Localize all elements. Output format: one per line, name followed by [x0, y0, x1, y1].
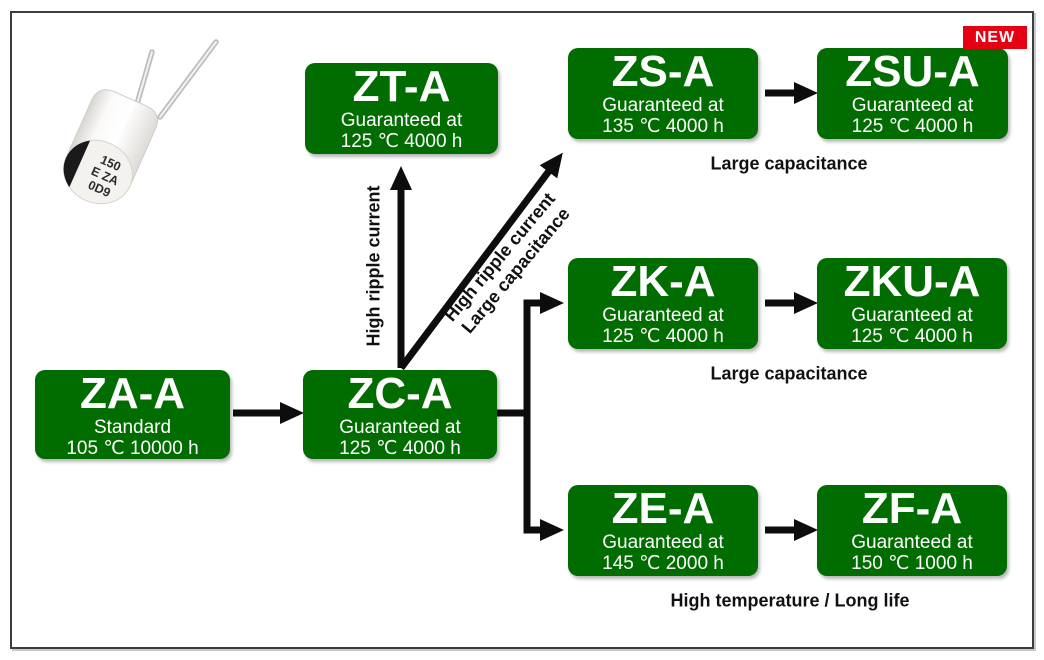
series-box-zt-a: ZT-A Guaranteed at 125 ℃ 4000 h: [305, 63, 498, 154]
series-box-zk-a: ZK-A Guaranteed at 125 ℃ 4000 h: [568, 258, 758, 349]
series-spec-line2: 125 ℃ 4000 h: [339, 438, 461, 459]
caption-large-capacitance-row1: Large capacitance: [710, 153, 868, 174]
series-box-zsu-a: ZSU-A Guaranteed at 125 ℃ 4000 h: [817, 48, 1008, 139]
series-spec-line1: Guaranteed at: [602, 532, 724, 553]
arrow-zc-to-zs: [398, 152, 563, 371]
series-box-za-a: ZA-A Standard 105 ℃ 10000 h: [35, 370, 230, 459]
series-spec-line1: Guaranteed at: [339, 417, 461, 438]
series-box-ze-a: ZE-A Guaranteed at 145 ℃ 2000 h: [568, 485, 758, 576]
series-box-zku-a: ZKU-A Guaranteed at 125 ℃ 4000 h: [817, 258, 1007, 349]
arrow-branch-to-ze: [523, 410, 564, 541]
series-spec-line1: Guaranteed at: [851, 95, 974, 116]
capacitor-photo: 150 E ZA 0D9: [63, 39, 219, 205]
diagram-border-frame: [10, 11, 1034, 649]
capacitor-body: 150 E ZA 0D9: [63, 89, 158, 205]
series-spec-line2: 125 ℃ 4000 h: [602, 326, 724, 347]
arrow-branch-to-zk: [523, 292, 564, 416]
series-spec-line2: 135 ℃ 4000 h: [602, 116, 724, 137]
series-spec-line1: Guaranteed at: [340, 110, 463, 131]
series-spec-line1: Guaranteed at: [851, 532, 973, 553]
series-title: ZF-A: [861, 484, 963, 533]
series-spec-line2: 150 ℃ 1000 h: [851, 553, 973, 574]
series-title: ZSU-A: [845, 47, 980, 96]
flow-arrows: [233, 82, 818, 541]
caption-high-temp-long-life: High temperature / Long life: [670, 590, 910, 611]
series-spec-line2: 125 ℃ 4000 h: [340, 131, 463, 152]
series-spec-line2: 105 ℃ 10000 h: [66, 438, 199, 459]
series-title: ZE-A: [611, 484, 715, 533]
capacitor-leads: [134, 39, 219, 120]
series-spec-line2: 145 ℃ 2000 h: [602, 553, 724, 574]
series-spec-line2: 125 ℃ 4000 h: [851, 116, 974, 137]
series-title: ZKU-A: [843, 257, 981, 306]
series-title: ZT-A: [352, 62, 451, 111]
series-box-zf-a: ZF-A Guaranteed at 150 ℃ 1000 h: [817, 485, 1007, 576]
series-spec-line1: Guaranteed at: [851, 305, 973, 326]
series-spec-line1: Guaranteed at: [602, 305, 724, 326]
series-title: ZS-A: [611, 47, 715, 96]
caption-large-capacitance-row2: Large capacitance: [710, 363, 868, 384]
series-title: ZA-A: [79, 369, 186, 418]
series-box-zc-a: ZC-A Guaranteed at 125 ℃ 4000 h: [303, 370, 497, 459]
series-title: ZC-A: [347, 369, 453, 418]
label-high-ripple-current: High ripple current: [363, 185, 384, 347]
series-title: ZK-A: [610, 257, 716, 306]
series-spec-line1: Guaranteed at: [602, 95, 724, 116]
new-badge: NEW: [963, 26, 1027, 49]
series-spec-line1: Standard: [93, 417, 172, 438]
series-box-zs-a: ZS-A Guaranteed at 135 ℃ 4000 h: [568, 48, 758, 139]
series-spec-line2: 125 ℃ 4000 h: [851, 326, 973, 347]
